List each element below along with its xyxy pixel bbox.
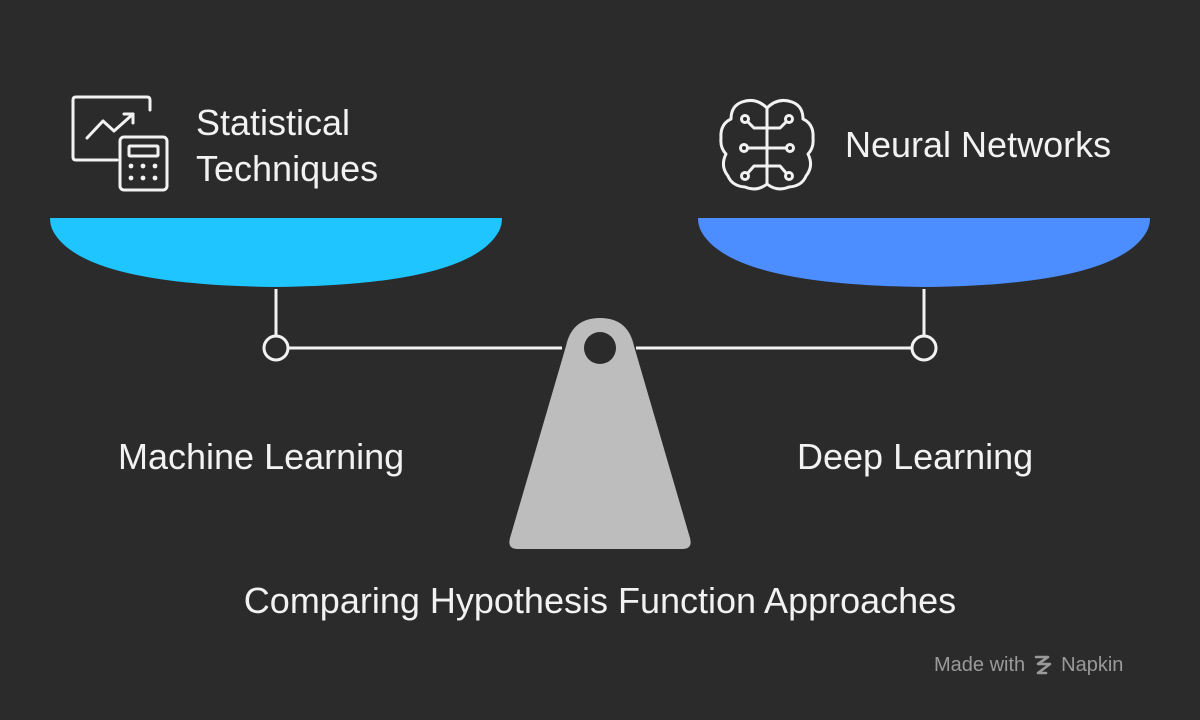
left-pan-title-line2: Techniques bbox=[196, 148, 379, 189]
watermark-brand: Napkin bbox=[1061, 654, 1124, 676]
right-pan-title: Neural Networks bbox=[845, 124, 1112, 165]
left-pan-title: Statistical Techniques bbox=[196, 100, 378, 192]
right-pivot bbox=[910, 334, 938, 362]
left-pan bbox=[50, 218, 502, 287]
left-pivot bbox=[262, 334, 290, 362]
left-side-label: Machine Learning bbox=[118, 436, 405, 477]
diagram-caption: Comparing Hypothesis Function Approaches bbox=[243, 580, 957, 621]
fulcrum bbox=[509, 318, 691, 549]
right-side-label: Deep Learning bbox=[797, 436, 1034, 477]
left-pan-title-line1: Statistical bbox=[196, 102, 351, 143]
watermark-prefix: Made with bbox=[934, 654, 1026, 676]
napkin-logo-icon bbox=[1034, 655, 1052, 675]
chart-calculator-icon bbox=[71, 95, 169, 192]
right-pan bbox=[698, 218, 1150, 287]
fulcrum-hole bbox=[584, 332, 616, 364]
watermark: Made with Napkin bbox=[934, 652, 1123, 678]
brain-circuit-icon bbox=[719, 99, 815, 191]
